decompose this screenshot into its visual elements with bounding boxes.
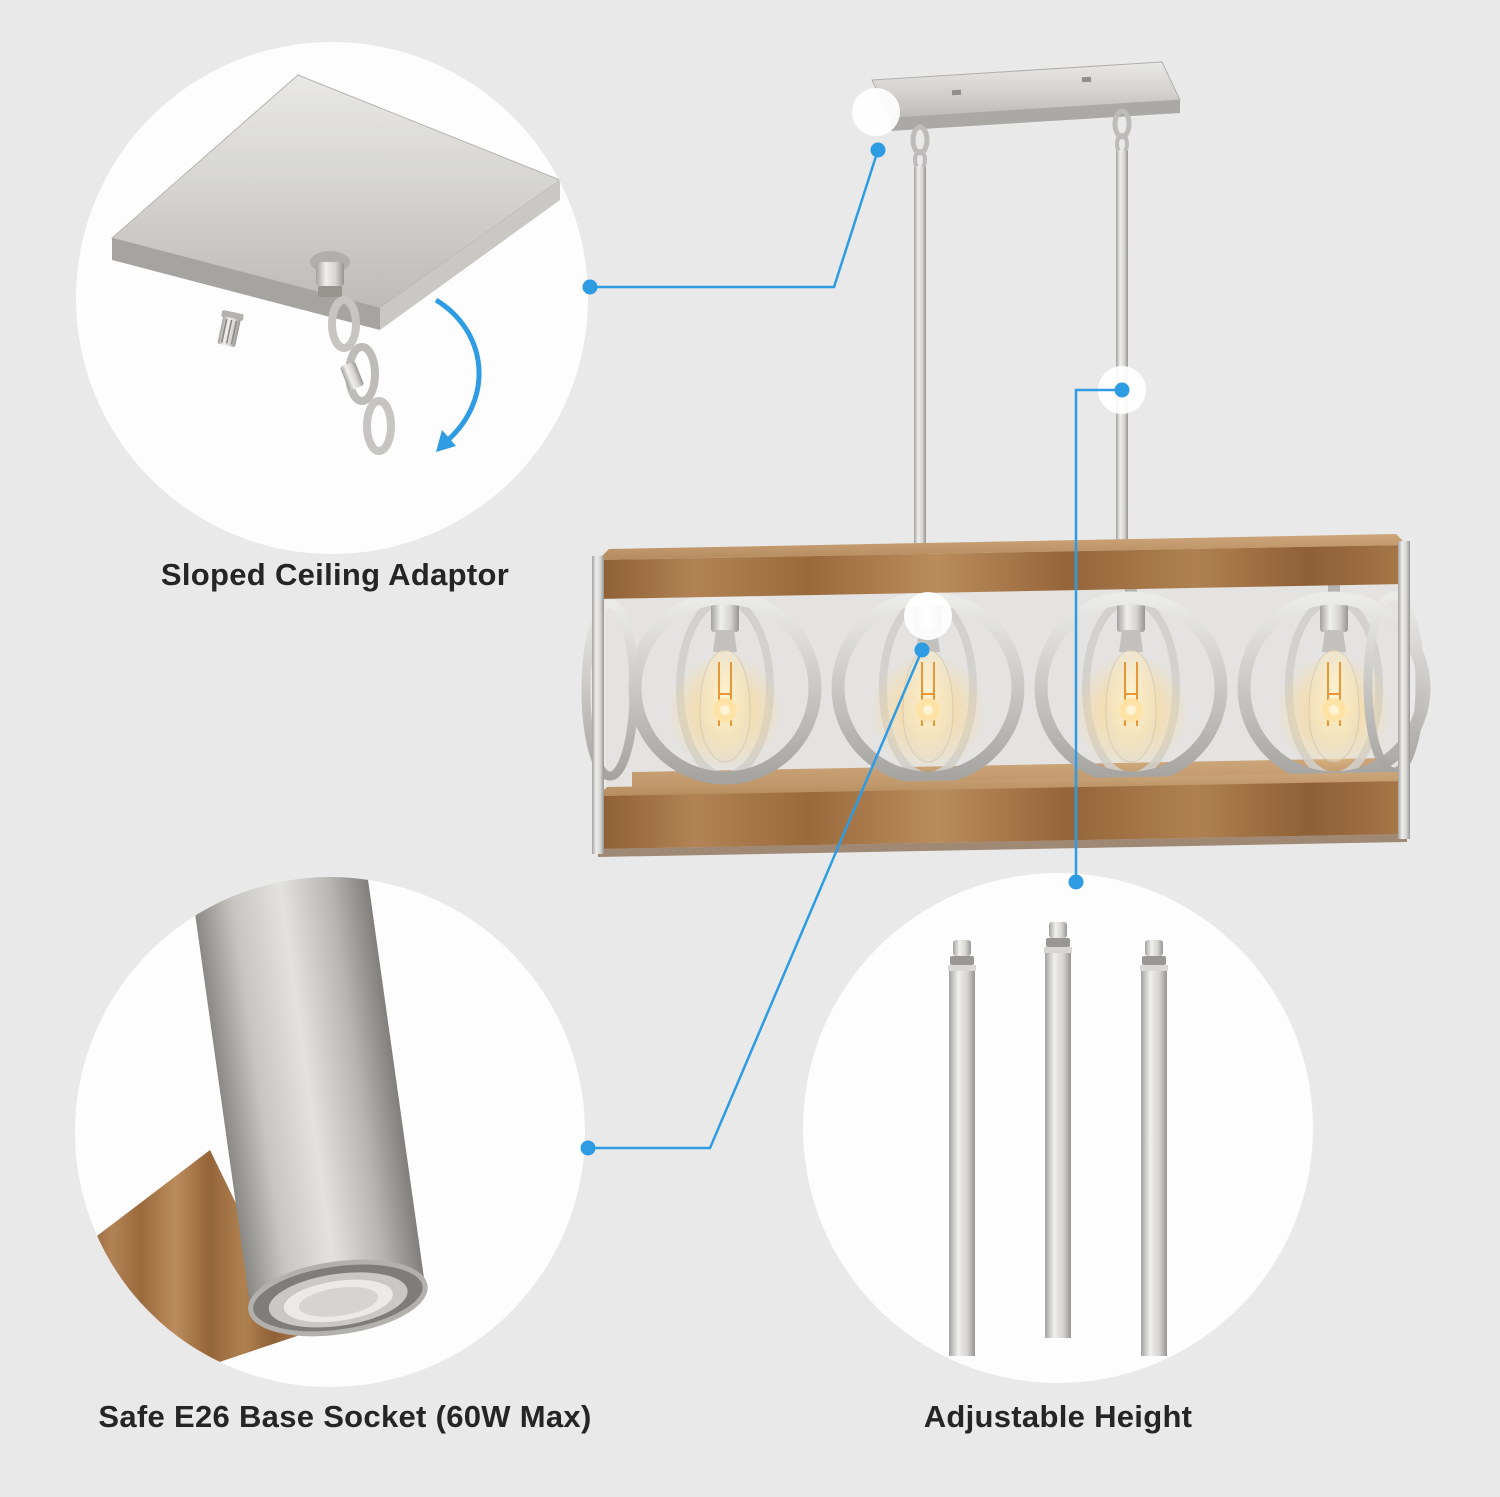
leader-line-rod xyxy=(1074,388,1122,882)
inset-sloped-ceiling-adaptor xyxy=(76,42,588,554)
left-end-ring xyxy=(581,599,639,781)
right-end-post xyxy=(1398,541,1410,839)
label-adjustable-height: Adjustable Height xyxy=(923,1399,1193,1434)
leader-dot-socket-end xyxy=(580,1140,596,1156)
right-end-ring xyxy=(1363,591,1425,777)
leader-line-canopy xyxy=(590,149,880,289)
adjust-rod-3 xyxy=(1140,940,1168,1356)
adjust-rod-1 xyxy=(948,940,976,1356)
leader-line-socket xyxy=(588,649,924,1150)
leader-dot-canopy-start xyxy=(870,142,886,158)
socket-cylinder xyxy=(189,877,428,1337)
swivel-arrow-icon xyxy=(434,297,482,452)
hanging-rod-right xyxy=(1116,150,1128,550)
highlight-socket xyxy=(904,592,952,640)
swivel-chain xyxy=(310,251,395,455)
canopy-plate xyxy=(110,74,562,330)
leader-dot-rod-start xyxy=(1114,382,1130,398)
bottom-wood-rail xyxy=(598,772,1407,857)
leader-dot-socket-start xyxy=(914,642,930,658)
inset-adjustable-height xyxy=(803,873,1313,1383)
label-sloped-ceiling-adaptor: Sloped Ceiling Adaptor xyxy=(160,557,510,592)
highlight-canopy xyxy=(852,88,900,136)
leader-dot-rod-end xyxy=(1068,874,1084,890)
adjust-rod-2 xyxy=(1044,922,1072,1338)
thumb-screw xyxy=(217,310,244,347)
label-e26-socket: Safe E26 Base Socket (60W Max) xyxy=(98,1399,592,1434)
ceiling-mount-plate xyxy=(871,61,1181,131)
chandelier xyxy=(581,61,1425,857)
inset-e26-socket xyxy=(75,877,585,1387)
top-wood-rail xyxy=(598,534,1407,599)
left-end-post xyxy=(592,556,604,854)
hanging-rod-left xyxy=(914,166,926,566)
callout-annotations xyxy=(580,88,1146,1156)
leader-dot-canopy-end xyxy=(582,279,598,295)
